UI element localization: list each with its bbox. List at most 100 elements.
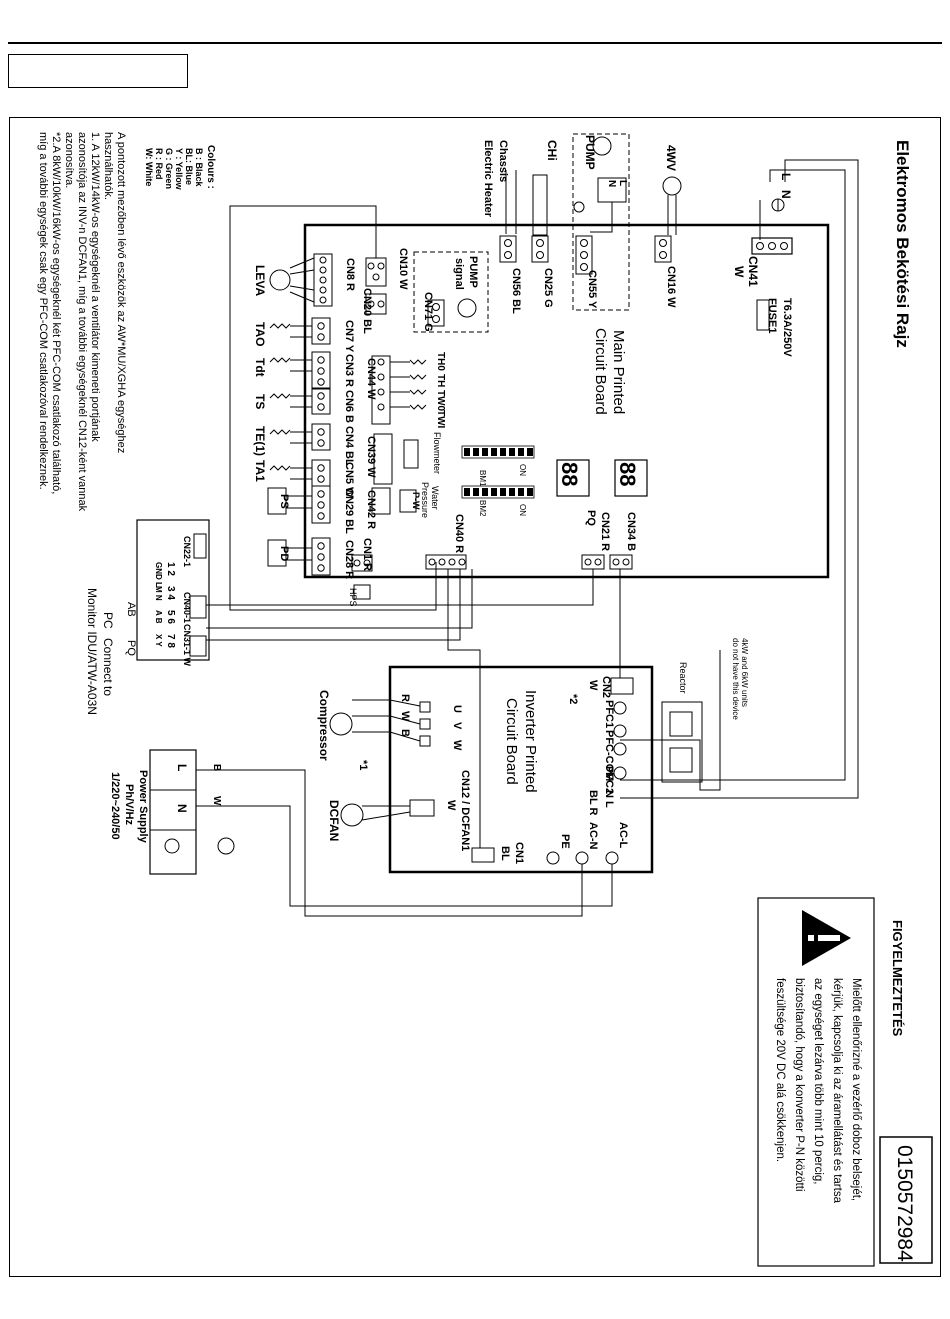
cn21-label: CN21 R bbox=[599, 512, 611, 551]
pc-label: PC bbox=[101, 612, 115, 629]
terminal-row-number: 5 6 bbox=[165, 610, 176, 624]
svg-text:*2.A 8kW/10kW/16kW-os egységek: *2.A 8kW/10kW/16kW-os egységeknél két PF… bbox=[50, 132, 62, 494]
cn12-color: W bbox=[445, 800, 457, 811]
warning-box bbox=[757, 897, 875, 1267]
wire-w-label: W bbox=[211, 796, 222, 806]
inv-cn1-color: BL bbox=[499, 846, 511, 861]
cn44-label: CN44 W bbox=[365, 358, 377, 400]
flowmeter-label: Flowmeter bbox=[432, 432, 442, 474]
rwb-terminals: R W B bbox=[399, 694, 411, 737]
pfc2-label: PFC2 bbox=[603, 766, 615, 794]
svg-text:A pontozott mezőben lévő eszkö: A pontozott mezőben lévő eszközök az AW*… bbox=[115, 132, 127, 453]
svg-text:Y : Yellow: Y : Yellow bbox=[174, 148, 184, 191]
fourwv-coil-icon bbox=[662, 176, 682, 196]
title-group: Elektromos Bekötési Rajz bbox=[893, 140, 912, 348]
terminal-row-number: 3 4 bbox=[165, 586, 176, 600]
ps-n-label: N bbox=[175, 804, 189, 813]
pump-signal-zone bbox=[413, 251, 489, 333]
warning-line-4: biztosítandó, hogy a konverter P-N közöt… bbox=[793, 978, 805, 1192]
cn10-connector bbox=[365, 257, 387, 287]
notes: A pontozott mezőben lévő eszközök az AW*… bbox=[37, 132, 127, 512]
cn6-connector bbox=[311, 387, 331, 415]
cn7-connector bbox=[311, 317, 331, 345]
pump-earth-icon bbox=[573, 201, 585, 213]
cn3-connector bbox=[311, 351, 331, 390]
ps-line-2: Ph/V/Hz bbox=[123, 784, 135, 825]
terminal-row-number: 7 8 bbox=[165, 634, 176, 648]
cn41-label: CN41 bbox=[746, 256, 760, 287]
svg-text:ON: ON bbox=[518, 464, 527, 476]
warning-line-3: az egységet lezárva több mint 10 percig, bbox=[812, 978, 824, 1184]
warning-exclamation-bar bbox=[818, 935, 840, 941]
svg-text:R: R bbox=[399, 694, 411, 702]
svg-text:U: U bbox=[451, 705, 463, 713]
cn16-label: CN16 W bbox=[665, 266, 677, 308]
doc-number: 0150572984 bbox=[893, 1145, 916, 1262]
inverter-board-outline bbox=[388, 665, 654, 874]
fuse-name: FUSE1 bbox=[766, 298, 778, 333]
svg-text:R : Red: R : Red bbox=[154, 148, 164, 180]
ts-label: TS bbox=[253, 394, 267, 409]
warning-heading: FIGYELMEZTETÉS bbox=[890, 920, 905, 1037]
uvw-terminals: U V W bbox=[419, 701, 463, 751]
pump-signal-1: PUMP bbox=[467, 256, 479, 288]
svg-text:használhatók.: használhatók. bbox=[102, 132, 114, 200]
inverter-name-1: Inverter Printed bbox=[522, 690, 539, 793]
cn3-label: CN3 R bbox=[343, 354, 355, 387]
cn2-connector bbox=[610, 677, 634, 695]
cn21-sub: PQ bbox=[585, 510, 597, 526]
pump-label: PUMP bbox=[583, 135, 597, 170]
water-pressure-2: Pressure bbox=[420, 482, 430, 518]
dip-switch-bm2: BM2 ON bbox=[461, 485, 535, 517]
dcfan-motor-icon bbox=[340, 803, 364, 827]
hps-switch-icon bbox=[353, 584, 371, 600]
thi-label: TH bbox=[435, 374, 446, 387]
colours-legend: Colours : B : Black BL: Blue Y : Yellow … bbox=[144, 145, 216, 191]
cn22-connector bbox=[193, 533, 207, 559]
ab-label: AB bbox=[125, 602, 137, 617]
monitor-label: Monitor IDU/ATW-A03N bbox=[85, 588, 99, 715]
star1-label: *1 bbox=[357, 760, 369, 770]
main-board-outline bbox=[303, 223, 830, 579]
cn8-connector bbox=[313, 253, 333, 307]
main-board-name-1: Main Printed bbox=[610, 330, 627, 414]
cn25-label: CN25 G bbox=[542, 268, 554, 308]
svg-text:B: B bbox=[399, 729, 411, 737]
pd-box bbox=[267, 539, 287, 567]
warning-line-2: kérjük, kapcsolja ki az áramellátást és … bbox=[831, 978, 843, 1204]
chassis-label: Chassis bbox=[497, 140, 509, 182]
cn12-connector bbox=[409, 799, 435, 817]
pump-signal-motor-icon bbox=[457, 298, 477, 318]
ps-line-3: 1/220~240/50 bbox=[109, 772, 121, 840]
twi-label: TWI bbox=[435, 410, 446, 429]
header-box bbox=[8, 54, 188, 88]
cn41-color: W bbox=[732, 266, 746, 278]
input-l: L bbox=[779, 173, 793, 180]
pump-terminal-l: L bbox=[617, 180, 628, 186]
reactor-label: Reactor bbox=[678, 662, 688, 694]
cn4-connector bbox=[311, 423, 331, 451]
pump-signal-2: signal bbox=[453, 258, 465, 290]
cn31-1-label: CN31-1 W bbox=[182, 624, 192, 667]
terminal-row-label: GND L bbox=[154, 562, 163, 587]
cn28-connector bbox=[311, 537, 331, 576]
terminal-row-label: X Y bbox=[154, 634, 163, 647]
display-digit-1 bbox=[556, 459, 590, 497]
cn20-connector bbox=[365, 293, 387, 315]
ta1-label: TA1 bbox=[253, 460, 267, 482]
main-board-name-2: Circuit Board bbox=[592, 328, 609, 415]
terminal-row-label: A B bbox=[154, 610, 163, 624]
cn5-label: CN5 W bbox=[343, 462, 355, 498]
tao-label: TAO bbox=[253, 322, 267, 346]
cn71-connector bbox=[427, 299, 445, 327]
cn40-1-connector bbox=[189, 595, 207, 619]
ground-icon bbox=[217, 837, 235, 855]
cn40-label: CN40 R bbox=[453, 514, 465, 553]
th0-label: TH0 bbox=[435, 352, 446, 371]
pump-terminal-n: N bbox=[606, 180, 617, 187]
svg-text:W: White: W: White bbox=[144, 148, 154, 186]
pfc1-label: PFC1 bbox=[603, 700, 615, 728]
note-4kw-1: 4kW and 6kW units bbox=[740, 638, 749, 707]
wire-b-label: B bbox=[211, 764, 222, 771]
cn28-label: CN28 R bbox=[343, 540, 355, 579]
